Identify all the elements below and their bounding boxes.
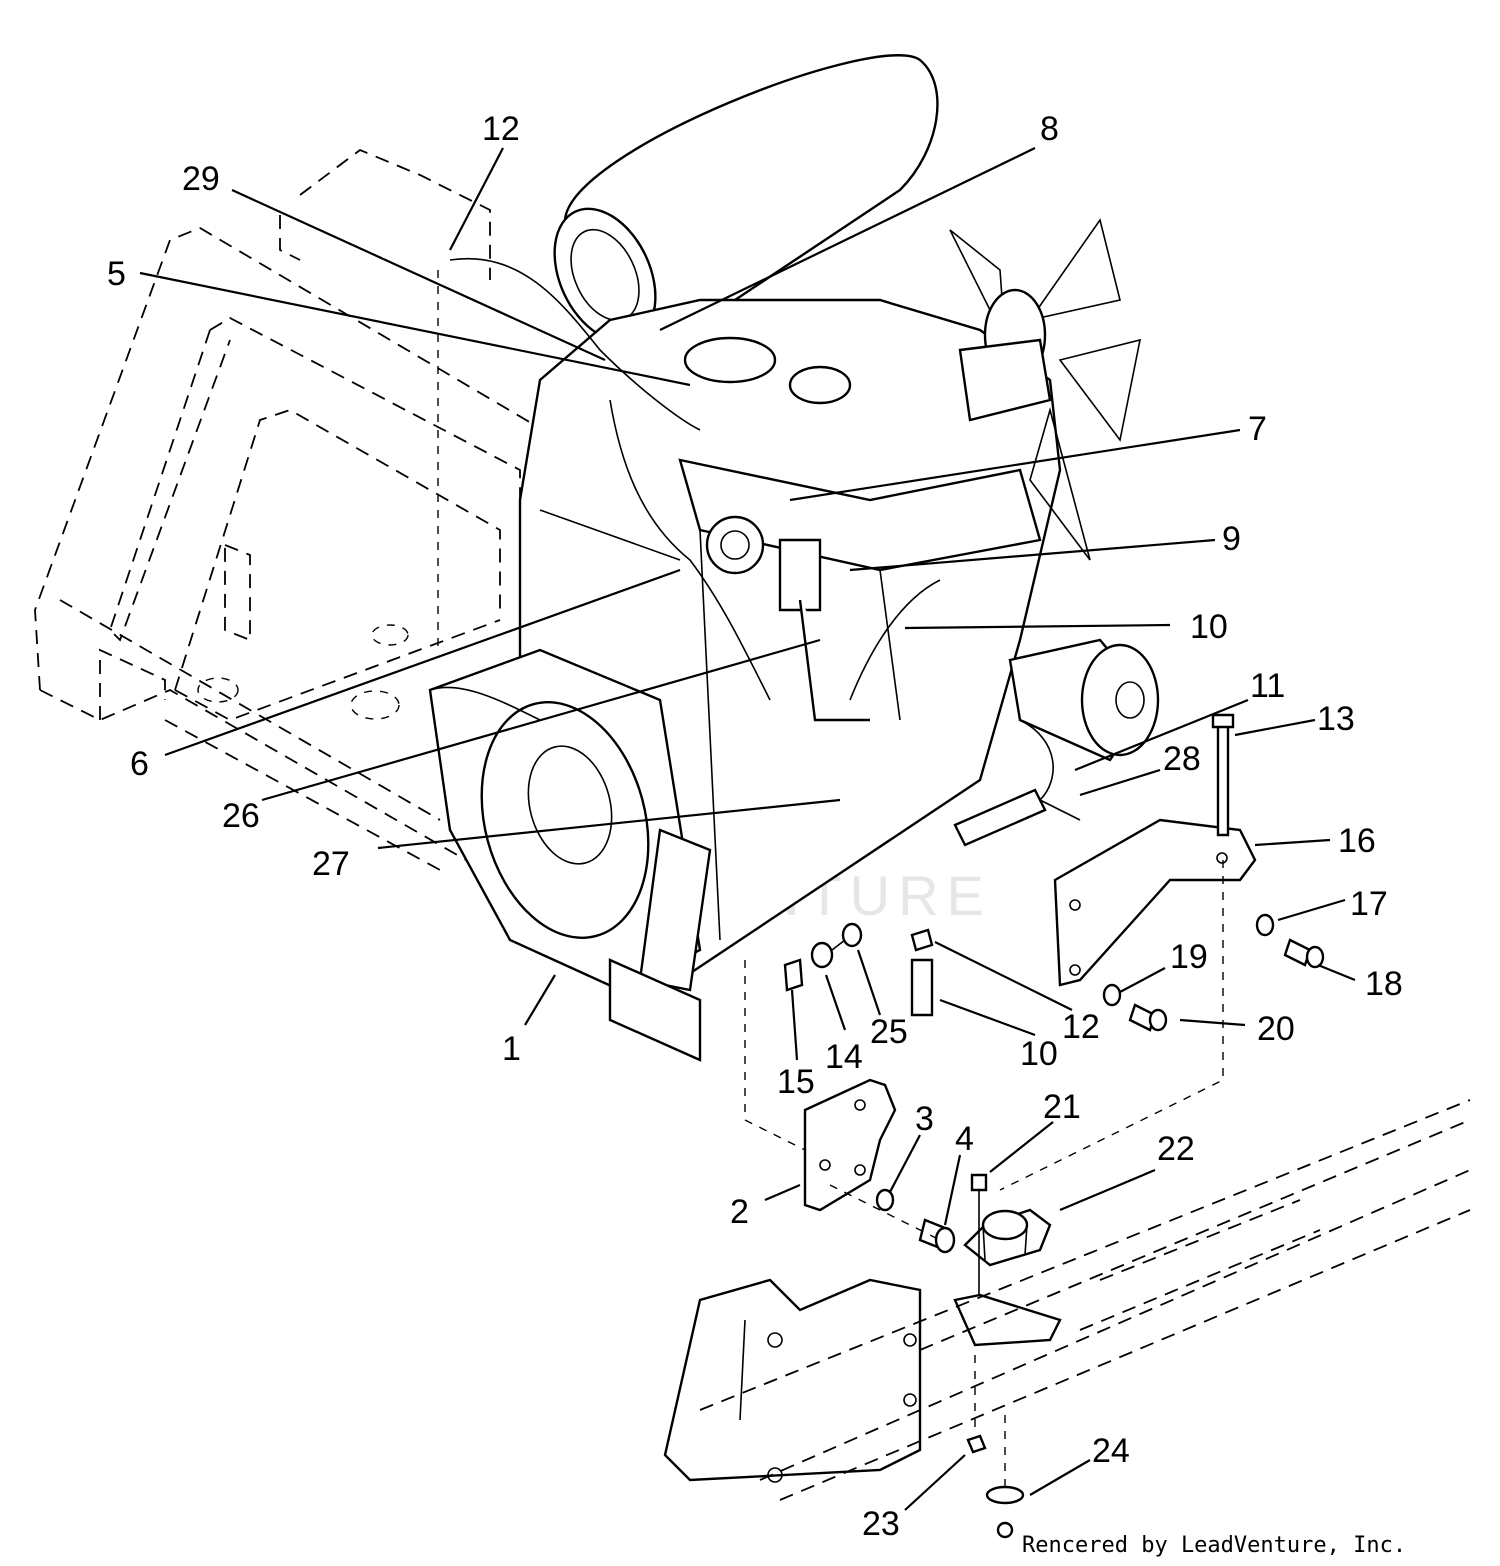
callout-1: 1 <box>502 1030 521 1068</box>
hardware-small-parts <box>783 922 934 1017</box>
callout-12-top: 12 <box>482 110 520 148</box>
callout-9: 9 <box>1222 520 1241 558</box>
callout-14: 14 <box>825 1038 863 1076</box>
frame-rail <box>663 1099 1471 1501</box>
callout-26: 26 <box>222 797 260 835</box>
bolt-13 <box>999 713 1235 1191</box>
callout-13: 13 <box>1317 700 1355 738</box>
callout-19: 19 <box>1170 938 1208 976</box>
hardware-17-18 <box>1102 913 1325 1032</box>
bracket-2 <box>744 960 956 1254</box>
callout-27: 27 <box>312 845 350 883</box>
callout-6: 6 <box>130 745 149 783</box>
callout-24: 24 <box>1092 1432 1130 1470</box>
frame-outline <box>34 148 641 961</box>
callout-10-lower: 10 <box>1020 1035 1058 1073</box>
callout-23: 23 <box>862 1505 900 1543</box>
callout-8: 8 <box>1040 110 1059 148</box>
oil-filter <box>1008 638 1160 762</box>
callout-12-lower: 12 <box>1062 1008 1100 1046</box>
flywheel-housing <box>428 648 712 1062</box>
cooling-fan <box>949 218 1142 561</box>
callout-16: 16 <box>1338 822 1376 860</box>
callout-28: 28 <box>1163 740 1201 778</box>
callout-3: 3 <box>915 1100 934 1138</box>
callout-17: 17 <box>1350 885 1388 923</box>
callout-2: 2 <box>730 1193 749 1231</box>
callout-22: 22 <box>1157 1130 1195 1168</box>
isolator-mount-22 <box>963 1173 1052 1330</box>
callout-7: 7 <box>1248 410 1267 448</box>
air-cleaner <box>553 54 939 343</box>
callout-29: 29 <box>182 160 220 198</box>
callout-18: 18 <box>1365 965 1403 1003</box>
callout-15: 15 <box>777 1063 815 1101</box>
hardware-23-24 <box>966 1355 1025 1539</box>
callout-21: 21 <box>1043 1088 1081 1126</box>
callout-25: 25 <box>870 1013 908 1051</box>
render-credit: Rencered by LeadVenture, Inc. <box>1022 1533 1406 1558</box>
callout-11: 11 <box>1250 667 1285 705</box>
callout-10-upper: 10 <box>1190 608 1228 646</box>
bracket-16 <box>1053 818 1257 987</box>
callout-20: 20 <box>1257 1010 1295 1048</box>
callout-labels: 12 29 8 5 7 9 10 11 13 28 16 6 26 27 17 … <box>107 110 1403 1543</box>
callout-5: 5 <box>107 255 126 293</box>
hoses <box>429 257 1081 847</box>
callout-4: 4 <box>955 1120 974 1158</box>
leader-lines <box>139 147 1356 1511</box>
